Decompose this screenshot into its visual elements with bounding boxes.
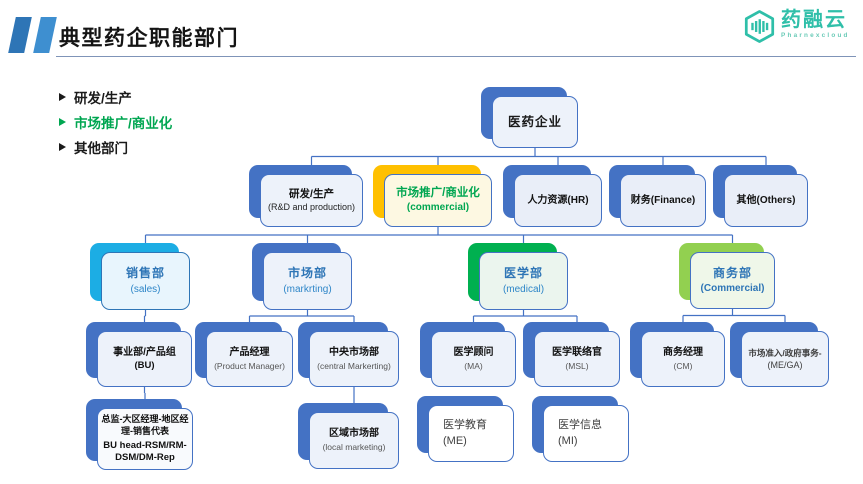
bullet-list: 研发/生产市场推广/商业化其他部门	[59, 84, 172, 159]
org-node-title: 商务部	[712, 266, 752, 281]
org-node-r4pm: 产品经理 (Product Manager)	[206, 331, 293, 387]
org-node-wrap: 中央市场部 (central Markerting)	[298, 322, 399, 387]
hexagon-chart-icon	[744, 9, 775, 49]
org-node-title: 财务(Finance)	[630, 194, 696, 206]
org-node-subtitle: (Product Manager)	[214, 360, 285, 371]
org-node-title: 中央市场部	[329, 346, 379, 358]
org-node-r4mega: 市场准入/政府事务-(ME/GA)	[741, 331, 829, 387]
org-node-r3med: 医学部 (medical)	[479, 252, 568, 310]
org-node-r5local: 区域市场部 (local marketing)	[309, 412, 399, 469]
bullet-text: 研发/生产	[74, 90, 132, 106]
org-node-subtitle: (commercial)	[406, 202, 470, 214]
org-node-subtitle: (central Markerting)	[317, 360, 391, 371]
org-node-r5rep: 总监-大区经理-地区经理-销售代表 BU head-RSM/RM-DSM/DM-R…	[97, 408, 193, 470]
org-node-r4cm: 商务经理 (CM)	[641, 331, 725, 387]
org-node-subtitle: BU head-RSM/RM-DSM/DM-Rep	[103, 440, 187, 464]
org-node-r2oth: 其他(Others)	[724, 174, 808, 227]
org-node-r3sales: 销售部 (sales)	[101, 252, 190, 310]
org-node-r4bu: 事业部/产品组(BU)	[97, 331, 192, 387]
org-node-wrap: 商务部(Commercial)	[679, 243, 775, 309]
org-node-subtitle: (sales)	[130, 284, 161, 296]
org-node-title: 总监-大区经理-地区经理-销售代表	[101, 413, 189, 436]
org-node-subtitle: (medical)	[502, 284, 545, 296]
org-node-title: 市场准入/政府事务-	[748, 347, 822, 358]
logo-subtitle: Pharnexcloud	[781, 32, 850, 39]
org-node-wrap: 医药企业	[481, 87, 578, 148]
org-node-wrap: 市场部 (markrting)	[252, 243, 352, 310]
org-node-r4msl: 医学联络官 (MSL)	[534, 331, 620, 387]
org-node-title: 区域市场部	[329, 428, 379, 440]
org-node-r4cmk: 中央市场部 (central Markerting)	[309, 331, 399, 387]
logo: 药融云 Pharnexcloud	[744, 9, 850, 49]
org-node-wrap: 其他(Others)	[713, 165, 808, 227]
page-title: 典型药企职能部门	[59, 27, 239, 50]
org-node-wrap: 医学教育 (ME)	[417, 396, 514, 462]
org-node-wrap: 区域市场部 (local marketing)	[298, 403, 399, 469]
org-node-subtitle: (Commercial)	[700, 282, 765, 294]
org-node-r3biz: 商务部(Commercial)	[690, 252, 775, 309]
org-node-r2fin: 财务(Finance)	[620, 174, 706, 227]
org-node-title: 医学部	[503, 265, 543, 280]
bullet-text: 其他部门	[74, 140, 128, 156]
org-node-r2hr: 人力资源(HR)	[514, 174, 602, 227]
org-node-subtitle: (ME/GA)	[767, 359, 803, 370]
org-node-wrap: 销售部 (sales)	[90, 243, 190, 310]
org-node-subtitle: (BU)	[134, 359, 155, 371]
org-node-subtitle: (CM)	[673, 360, 693, 371]
org-node-title: 产品经理	[229, 346, 270, 358]
header-divider	[56, 56, 856, 57]
org-node-wrap: 市场准入/政府事务-(ME/GA)	[730, 322, 829, 387]
org-node-title: 其他(Others)	[736, 194, 796, 206]
org-node-subtitle: (MA)	[464, 360, 483, 371]
logo-name: 药融云	[781, 9, 847, 31]
org-node-title: 医学教育	[443, 419, 487, 432]
org-node-subtitle: (ME)	[443, 434, 467, 447]
bullet-item: 研发/生产	[59, 84, 172, 109]
org-node-subtitle: (R&D and production)	[267, 201, 356, 212]
org-node-wrap: 市场推广/商业化 (commercial)	[373, 165, 492, 227]
org-node-subtitle: (MI)	[558, 434, 578, 447]
arrow-right-icon	[59, 142, 66, 151]
org-node-subtitle: (local marketing)	[322, 442, 386, 453]
org-node-r5mi: 医学信息 (MI)	[543, 405, 629, 462]
org-node-title: 医学顾问	[453, 346, 494, 358]
org-node-title: 医药企业	[507, 114, 562, 129]
arrow-right-icon	[59, 92, 66, 101]
org-node-wrap: 总监-大区经理-地区经理-销售代表 BU head-RSM/RM-DSM/DM-R…	[86, 399, 193, 470]
org-node-wrap: 研发/生产(R&D and production)	[249, 165, 363, 227]
org-node-title: 事业部/产品组	[113, 346, 176, 358]
org-node-r4ma: 医学顾问 (MA)	[431, 331, 516, 387]
org-node-wrap: 医学部 (medical)	[468, 243, 568, 310]
org-node-title: 医学信息	[558, 419, 602, 432]
org-node-wrap: 医学信息 (MI)	[532, 396, 629, 462]
org-node-title: 销售部	[125, 265, 165, 280]
org-node-title: 市场部	[287, 265, 327, 280]
org-node-wrap: 财务(Finance)	[609, 165, 706, 227]
arrow-right-icon	[59, 117, 66, 126]
org-node-wrap: 事业部/产品组(BU)	[86, 322, 192, 387]
org-node-subtitle: (MSL)	[565, 360, 589, 371]
org-node-title: 商务经理	[663, 346, 703, 358]
org-node-r2comm: 市场推广/商业化 (commercial)	[384, 174, 492, 227]
org-node-wrap: 医学顾问 (MA)	[420, 322, 516, 387]
org-node-r5me: 医学教育 (ME)	[428, 405, 514, 462]
bullet-item: 市场推广/商业化	[59, 109, 172, 134]
org-node-wrap: 医学联络官 (MSL)	[523, 322, 620, 387]
org-node-r3mkt: 市场部 (markrting)	[263, 252, 352, 310]
org-node-root: 医药企业	[492, 96, 578, 148]
bullet-item: 其他部门	[59, 134, 172, 159]
org-node-wrap: 商务经理 (CM)	[630, 322, 725, 387]
org-node-title: 研发/生产	[289, 188, 334, 201]
org-node-title: 人力资源(HR)	[527, 194, 589, 206]
org-node-title: 医学联络官	[552, 346, 602, 358]
org-node-title: 市场推广/商业化	[396, 186, 480, 199]
org-node-subtitle: (markrting)	[283, 284, 332, 296]
bullet-text: 市场推广/商业化	[74, 115, 173, 131]
org-node-wrap: 产品经理 (Product Manager)	[195, 322, 293, 387]
org-node-r2rd: 研发/生产(R&D and production)	[260, 174, 363, 227]
org-node-wrap: 人力资源(HR)	[503, 165, 602, 227]
